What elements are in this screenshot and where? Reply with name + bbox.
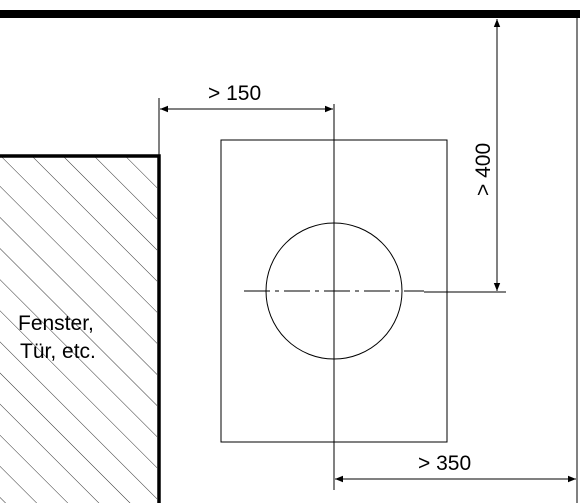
- ceiling-line: [0, 10, 580, 18]
- dim-label-150: > 150: [208, 82, 261, 105]
- obstacle-label-line1: Fenster,: [18, 312, 94, 335]
- obstacle-label-line2: Tür, etc.: [20, 340, 96, 363]
- dim-label-350: > 350: [418, 452, 471, 475]
- dim-label-400: > 400: [472, 143, 495, 196]
- obstacle-hatch: [0, 156, 157, 503]
